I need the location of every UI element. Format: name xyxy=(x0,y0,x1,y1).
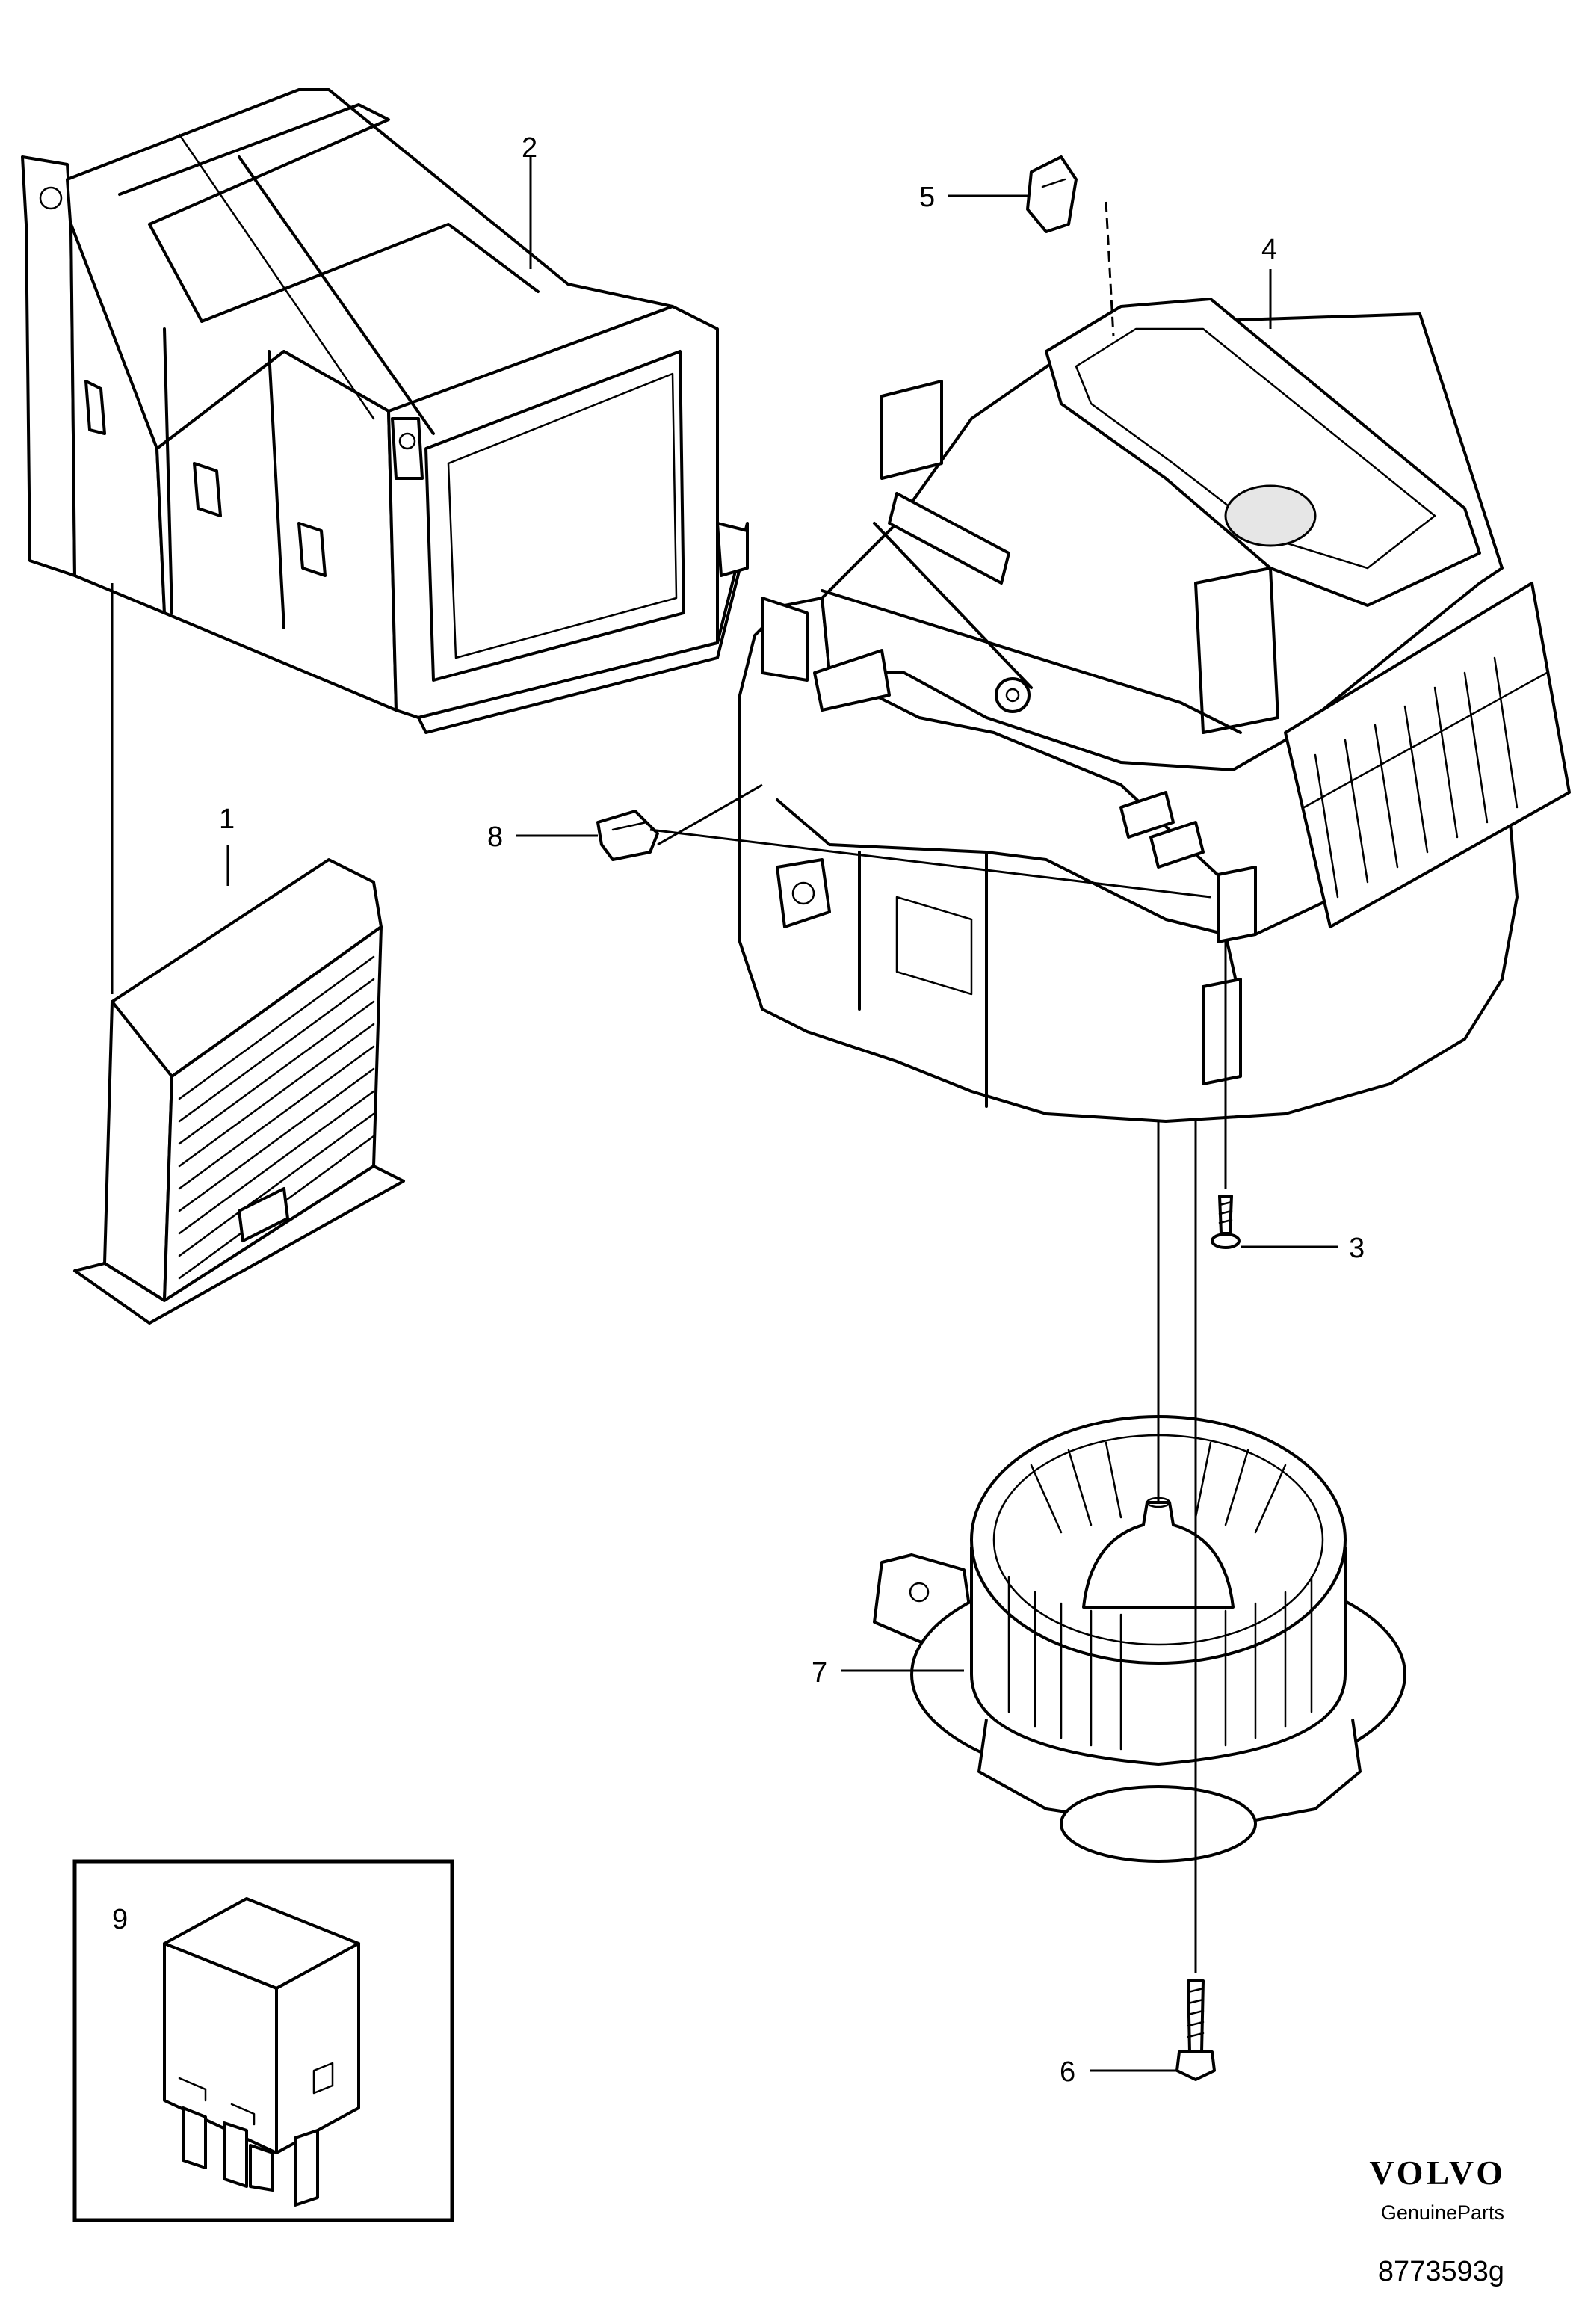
volvo-logo: VOLVO xyxy=(1369,2154,1506,2192)
part-5-clip xyxy=(1026,155,1078,233)
part-6-bolt xyxy=(1175,1979,1216,2081)
genuine-parts-label: GenuineParts xyxy=(1380,2201,1504,2224)
part-4-blower-housing xyxy=(738,298,1571,1123)
callout-1: 1 xyxy=(219,804,235,835)
part-8-fastener xyxy=(596,810,659,861)
callout-4: 4 xyxy=(1261,234,1277,265)
part-3-screw xyxy=(1211,1195,1241,1249)
part-1-cabin-filter xyxy=(73,858,405,1325)
callout-3: 3 xyxy=(1349,1233,1365,1264)
callout-5: 5 xyxy=(919,182,935,213)
part-7-blower-fan-motor xyxy=(873,1415,1406,1863)
callout-6: 6 xyxy=(1060,2056,1075,2088)
callout-2: 2 xyxy=(522,132,537,164)
callout-7: 7 xyxy=(812,1657,827,1689)
callout-9: 9 xyxy=(112,1904,128,1935)
inset-frame xyxy=(72,1859,454,2222)
assembly-guide-lines xyxy=(111,583,1227,1973)
housing-side-grille xyxy=(1303,656,1548,899)
callout-leaders xyxy=(226,157,1338,2072)
illustration-reference-code: 8773593g xyxy=(1377,2256,1504,2287)
callout-8: 8 xyxy=(487,822,503,853)
part-2-air-intake-duct xyxy=(21,88,749,734)
part-9-relay-inset xyxy=(72,1859,454,2222)
